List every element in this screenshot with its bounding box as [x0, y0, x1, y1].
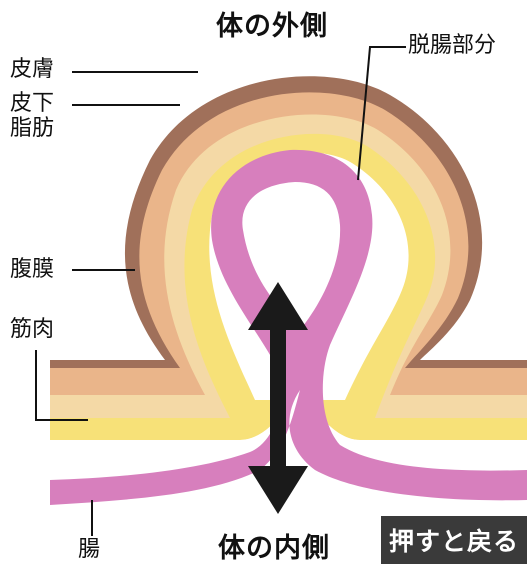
- outside-title: 体の外側: [216, 11, 328, 42]
- inside-title: 体の内側: [218, 533, 330, 564]
- subcutaneous-fat-label: 皮下 脂肪: [10, 91, 55, 141]
- skin-label: 皮膚: [10, 57, 55, 82]
- leader-lines: [35, 46, 406, 536]
- muscle-label: 筋肉: [10, 317, 55, 342]
- back-button[interactable]: 押すと戻る: [381, 516, 527, 564]
- peritoneum-label: 腹膜: [10, 257, 55, 282]
- herniated-part-label: 脱腸部分: [408, 33, 497, 58]
- intestine-label: 腸: [78, 537, 101, 562]
- double-arrow-icon: [248, 282, 308, 514]
